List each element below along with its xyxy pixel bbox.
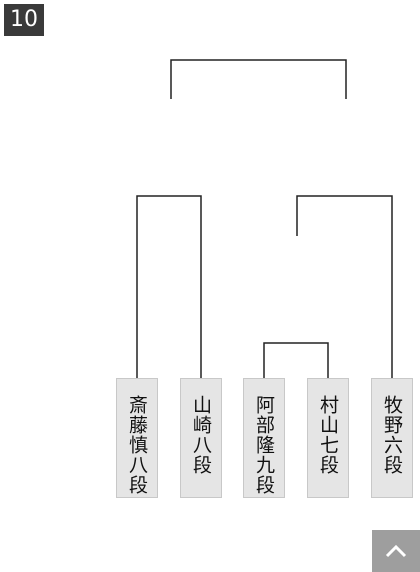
left-semifinal-line — [136, 195, 202, 378]
player-name: 阿部隆九段 — [253, 395, 275, 495]
player-yamasaki: 山崎八段 — [180, 378, 222, 498]
round-number-badge: 10 — [4, 4, 44, 36]
player-saito: 斎藤慎八段 — [116, 378, 158, 498]
player-abe: 阿部隆九段 — [243, 378, 285, 498]
right-semifinal-line — [296, 195, 393, 378]
chevron-up-icon — [385, 544, 407, 558]
player-murayama: 村山七段 — [307, 378, 349, 498]
player-makino: 牧野六段 — [371, 378, 413, 498]
player-name: 山崎八段 — [190, 395, 212, 475]
player-name: 牧野六段 — [381, 395, 403, 475]
final-bracket-line — [170, 59, 347, 99]
first-round-line — [263, 342, 329, 378]
player-name: 斎藤慎八段 — [126, 395, 148, 495]
back-to-top-button[interactable] — [372, 530, 420, 572]
player-name: 村山七段 — [317, 395, 339, 475]
